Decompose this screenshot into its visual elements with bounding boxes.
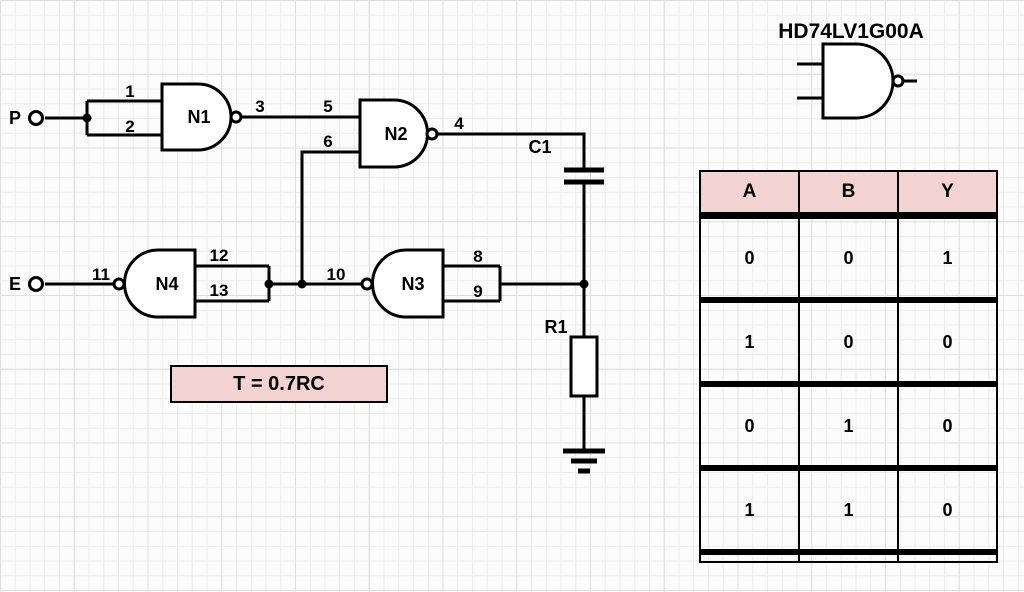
resistor-r1-symbol (569, 335, 599, 398)
gate-label-n3: N3 (401, 274, 424, 294)
resistor-r1-label: R1 (544, 317, 567, 337)
n4-inverter-bubble-icon (112, 277, 126, 291)
table-row: 1 1 0 (699, 468, 998, 555)
table-cell: 0 (798, 215, 899, 303)
capacitor-c1-label: C1 (528, 137, 551, 157)
formula-text: T = 0.7RC (233, 372, 325, 395)
pin-label-1: 1 (125, 82, 134, 101)
terminal-p-label: P (9, 108, 21, 128)
pin-label-9: 9 (473, 282, 482, 301)
gate-label-n2: N2 (384, 124, 407, 144)
wire-feedback (300, 150, 360, 284)
table-row: 0 0 1 (699, 215, 998, 303)
pin-label-8: 8 (473, 247, 482, 266)
table-cell: 1 (699, 468, 800, 555)
pin-label-13: 13 (210, 281, 229, 300)
chip-title: HD74LV1G00A (778, 20, 924, 43)
table-cell: 1 (897, 215, 998, 303)
table-cell: 0 (897, 468, 998, 555)
table-cell: 1 (699, 300, 800, 387)
table-row: 0 1 0 (699, 384, 998, 471)
truth-table-header-b: B (798, 171, 899, 219)
formula-box: T = 0.7RC (170, 365, 388, 403)
pin-label-4: 4 (454, 114, 464, 133)
truth-table-header-a: A (699, 171, 800, 219)
pin-label-11: 11 (92, 265, 110, 284)
pin-label-6: 6 (323, 132, 332, 151)
n1-inverter-bubble-icon (229, 110, 243, 124)
chip-inverter-bubble-icon (891, 74, 905, 88)
junction-dot-rc (579, 279, 589, 289)
n2-inverter-bubble-icon (425, 127, 439, 141)
table-cell: 1 (798, 468, 899, 555)
chip-reference-symbol (797, 42, 917, 120)
pin-label-5: 5 (323, 97, 332, 116)
table-cell: 0 (897, 384, 998, 471)
terminal-e-circle (28, 276, 44, 292)
ground-icon (563, 448, 605, 474)
pin-label-3: 3 (255, 97, 264, 116)
table-spacer-row (699, 552, 998, 562)
table-cell: 0 (699, 384, 800, 471)
gate-label-n4: N4 (155, 274, 178, 294)
terminal-e-label: E (9, 274, 21, 294)
junction-dot-p (82, 113, 92, 123)
truth-table: A B Y 0 0 1 1 0 0 0 1 0 1 1 (699, 170, 998, 563)
table-cell: 0 (897, 300, 998, 387)
table-cell: 1 (798, 384, 899, 471)
pin-label-2: 2 (125, 117, 134, 136)
n3-inverter-bubble-icon (360, 277, 374, 291)
pin-label-10: 10 (327, 265, 346, 284)
table-cell: 0 (798, 300, 899, 387)
gate-label-n1: N1 (187, 107, 210, 127)
junction-dot-n4 (264, 279, 274, 289)
table-row: 1 0 0 (699, 300, 998, 387)
truth-table-header-row: A B Y (699, 171, 998, 219)
terminal-p-circle (28, 110, 44, 126)
table-cell: 0 (699, 215, 800, 303)
wire-n2-out-to-c1 (437, 132, 586, 170)
truth-table-header-y: Y (897, 171, 998, 219)
pin-label-12: 12 (210, 246, 229, 265)
junction-dot-feedback (297, 279, 307, 289)
